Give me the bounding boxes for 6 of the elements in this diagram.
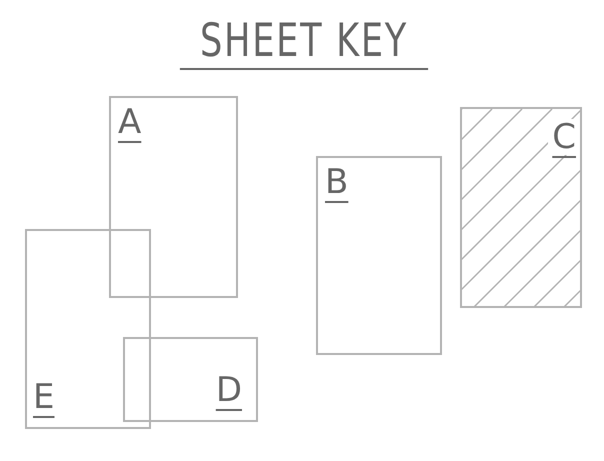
sheet-outline [123, 337, 258, 422]
title: SHEET KEY [180, 12, 428, 70]
sheet-outline [25, 229, 151, 429]
sheet-outline [316, 156, 442, 355]
sheet-outline [109, 96, 238, 298]
sheet-label: C [548, 119, 580, 155]
